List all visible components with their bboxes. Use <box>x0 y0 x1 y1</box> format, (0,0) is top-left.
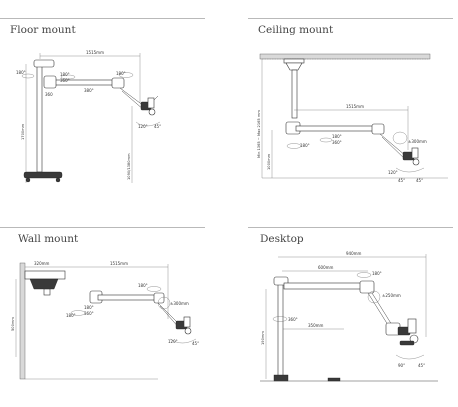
wall-rot1-label: 180° <box>138 283 148 288</box>
ceiling-arm <box>295 125 377 132</box>
wall-height-label: 500mm <box>11 317 15 331</box>
floor-height2-label: 1090/1380mm <box>127 153 131 180</box>
floor-mount-drawing: 1515mm 180° 180° 360° 180° 380° 360 1700… <box>16 50 161 183</box>
desktop-rule <box>248 227 453 228</box>
ceiling-tilt1-label: 120° <box>388 170 398 175</box>
wall-mount-rule <box>0 227 205 228</box>
ceiling-mount-drawing: 1515mm Min 1365 ~ Max 2165 mm 1000mm 180… <box>257 53 448 183</box>
ceiling-mount-rule <box>248 18 453 19</box>
wall-slab <box>19 262 26 380</box>
ceiling-slab <box>259 53 431 60</box>
desktop-tilt1-label: 90° <box>398 363 405 368</box>
desktop-arm-label: 600mm <box>318 265 334 270</box>
wall-tilt2-label: 45° <box>192 341 199 346</box>
wall-ring-label: ±300mm <box>170 301 189 306</box>
floor-mount-title: Floor mount <box>10 24 76 36</box>
ceiling-mount-panel: Ceiling mount 1515mm Min 1365 ~ Max 2165… <box>248 18 453 198</box>
floor-top-joint <box>33 59 55 68</box>
wall-offset-label: 320mm <box>34 261 50 266</box>
wall-tilt1-label: 120° <box>168 339 178 344</box>
desktop-height-label: 190mm <box>261 331 265 345</box>
floor-rot1-label: 180° <box>16 70 26 75</box>
floor-mount-rule <box>0 18 205 19</box>
floor-arm <box>47 79 117 86</box>
ceiling-rot1-label: 180° <box>300 143 310 148</box>
floor-rot2-label: 180° <box>60 72 70 77</box>
wall-arm <box>97 294 159 301</box>
ceiling-height-range-label: Min 1365 ~ Max 2165 mm <box>257 110 261 158</box>
floor-base <box>23 171 63 179</box>
desktop-panel: Desktop 940mm 600mm 180° ±250mm 360° 19 <box>248 227 453 407</box>
ceiling-mount-title: Ceiling mount <box>258 24 334 36</box>
floor-rot4-label: 180° <box>116 71 126 76</box>
desktop-rot1-label: 180° <box>372 271 382 276</box>
floor-reach-label: 1515mm <box>86 50 104 55</box>
wall-mount-drawing: 320mm 1515mm 500mm 180° 180° 180° 360° ±… <box>11 261 199 380</box>
wall-reach-label: 1515mm <box>110 261 128 266</box>
desktop-tilt2-label: 45° <box>418 363 425 368</box>
ceiling-rot3-label: 360° <box>332 140 342 145</box>
ceiling-reach-label: 1515mm <box>346 104 364 109</box>
ceiling-drop-label: 1000mm <box>267 153 271 170</box>
wall-bracket <box>24 270 66 280</box>
ceiling-ring-label: ±300mm <box>408 139 427 144</box>
desktop-arm <box>283 282 365 290</box>
desktop-reach-label: 940mm <box>346 251 362 256</box>
wall-rot4-label: 360° <box>84 311 94 316</box>
desktop-base-label: 350mm <box>308 323 324 328</box>
wall-mount-title: Wall mount <box>18 233 79 245</box>
floor-small-label: 360 <box>45 92 53 97</box>
ceiling-rot2-label: 180° <box>332 134 342 139</box>
floor-mount-panel: Floor mount 1515mm 180° 180° 360° 180° 3… <box>0 18 208 198</box>
ceiling-tilt3-label: 45° <box>416 178 423 183</box>
wall-mount-panel: Wall mount 320mm 1515mm 500mm 180° 1 <box>0 227 208 407</box>
desktop-drawing: 940mm 600mm 180° ±250mm 360° 190mm 350mm <box>260 251 438 382</box>
floor-tilt2-label: 45° <box>154 124 161 129</box>
floor-tilt1-label: 120° <box>138 124 148 129</box>
desktop-rot2-label: 360° <box>288 317 298 322</box>
desktop-clamp <box>273 374 289 382</box>
wall-rot3-label: 180° <box>84 305 94 310</box>
desktop-title: Desktop <box>260 233 304 245</box>
floor-height-label: 1700mm <box>21 123 25 140</box>
floor-rot3-label: 360° <box>60 78 70 83</box>
ceiling-tilt2-label: 45° <box>398 178 405 183</box>
floor-column <box>36 63 43 173</box>
wall-rot2-label: 180° <box>66 313 76 318</box>
floor-arm-label: 380° <box>84 88 94 93</box>
desktop-post <box>277 280 284 380</box>
ceiling-rod <box>291 69 298 119</box>
desktop-ring-label: ±250mm <box>382 293 401 298</box>
